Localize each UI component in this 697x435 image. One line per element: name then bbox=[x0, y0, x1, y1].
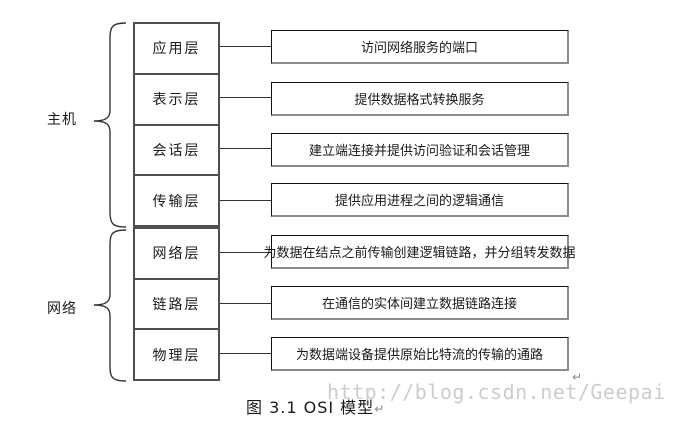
network-group-label: 网络 bbox=[47, 301, 77, 317]
datalink-desc-box: 在通信的实体间建立数据链路连接 bbox=[271, 286, 569, 320]
session-layer-box: 会话层 bbox=[135, 126, 218, 177]
physical-layer-box: 物理层 bbox=[152, 347, 201, 364]
connector-session bbox=[220, 148, 271, 149]
connector-network bbox=[220, 252, 271, 253]
watermark-text: http://blog.csdn.net/Geepai bbox=[327, 380, 666, 404]
figure-caption-text: 图 3.1 OSI 模型 bbox=[246, 398, 375, 417]
connector-physical bbox=[220, 353, 271, 354]
network-layer-stack: 网络层 链路层 物理层 bbox=[133, 227, 220, 381]
application-desc-box: 访问网络服务的端口 bbox=[271, 30, 569, 64]
presentation-desc-box: 提供数据格式转换服务 bbox=[271, 82, 569, 116]
host-group-label: 主机 bbox=[47, 112, 77, 128]
host-brace bbox=[93, 22, 127, 228]
transport-layer-box: 传输层 bbox=[152, 193, 201, 210]
datalink-layer-box: 链路层 bbox=[135, 280, 218, 331]
connector-transport bbox=[220, 200, 271, 201]
session-desc-box: 建立端连接并提供访问验证和会话管理 bbox=[271, 133, 569, 167]
host-layer-stack: 应用层 表示层 会话层 传输层 bbox=[133, 22, 220, 227]
physical-desc-box: 为数据端设备提供原始比特流的传输的通路 bbox=[271, 337, 569, 371]
caption-paragraph-mark: ↵ bbox=[374, 402, 385, 416]
paragraph-mark: ↵ bbox=[572, 370, 583, 384]
network-layer-box: 网络层 bbox=[135, 229, 218, 280]
network-desc-box: 为数据在结点之前传输创建逻辑链路，并分组转发数据 bbox=[264, 235, 576, 269]
figure-caption: 图 3.1 OSI 模型↵ bbox=[246, 394, 384, 418]
application-layer-box: 应用层 bbox=[135, 24, 218, 75]
presentation-layer-box: 表示层 bbox=[135, 75, 218, 126]
connector-application bbox=[220, 46, 271, 47]
connector-datalink bbox=[220, 303, 271, 304]
network-brace bbox=[93, 229, 127, 382]
transport-desc-box: 提供应用进程之间的逻辑通信 bbox=[271, 183, 569, 217]
connector-presentation bbox=[220, 97, 271, 98]
